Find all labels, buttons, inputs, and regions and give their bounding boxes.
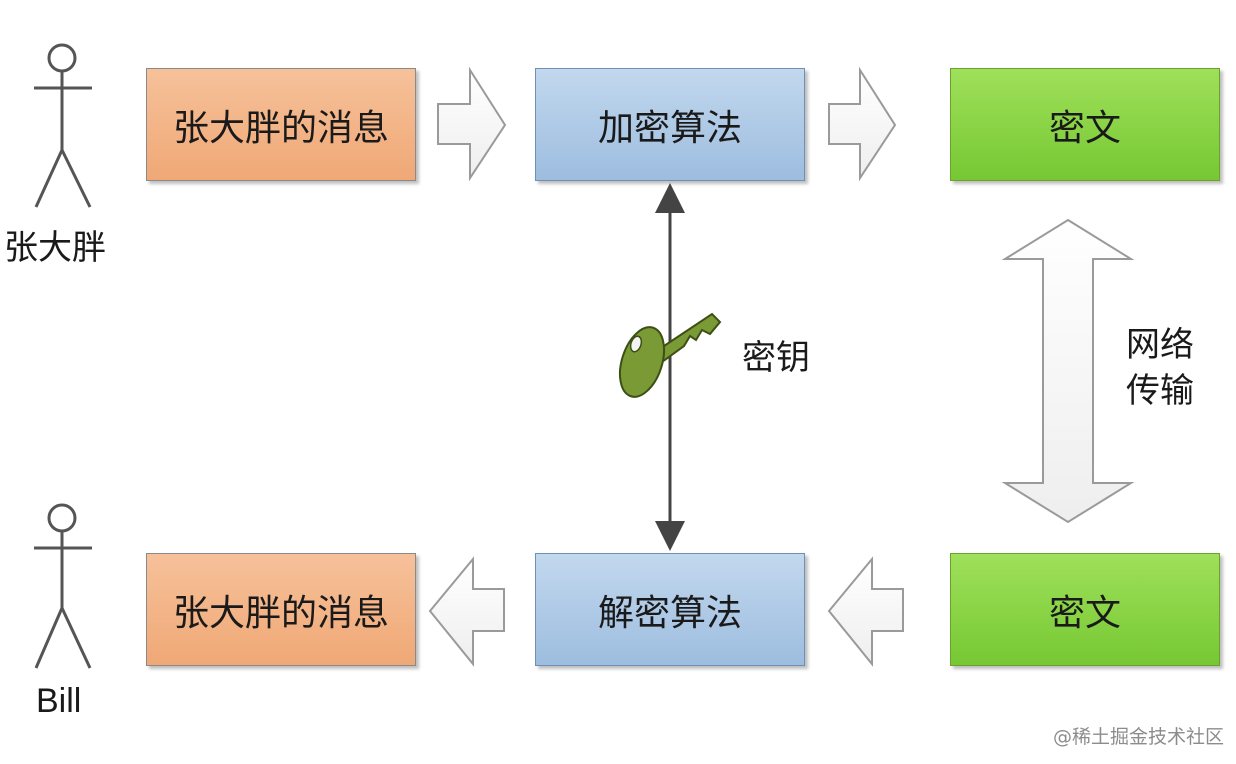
network-transfer-label: 网络 传输 <box>1126 322 1194 414</box>
key-icon <box>618 312 722 398</box>
left-arrow-icon <box>827 556 904 667</box>
decryption-algorithm-box: 解密算法 <box>535 553 805 666</box>
left-arrow-icon <box>428 556 505 667</box>
receiver-name: Bill <box>36 682 82 720</box>
ciphertext-box-top: 密文 <box>950 68 1220 181</box>
right-arrow-icon <box>437 66 507 182</box>
watermark: @稀土掘金技术社区 <box>1053 726 1225 748</box>
receiver-message-box: 张大胖的消息 <box>146 553 416 666</box>
sender-message-text: 张大胖的消息 <box>172 107 389 149</box>
right-arrow-icon <box>828 66 897 182</box>
double-arrow-icon <box>1001 218 1135 524</box>
ciphertext-text-bottom: 密文 <box>1048 592 1121 634</box>
network-transfer-line2: 传输 <box>1126 371 1194 411</box>
ciphertext-text-top: 密文 <box>1048 107 1121 149</box>
ciphertext-box-bottom: 密文 <box>950 553 1220 666</box>
decryption-algorithm-text: 解密算法 <box>597 592 742 634</box>
receiver-message-text: 张大胖的消息 <box>172 592 389 634</box>
sender-name: 张大胖 <box>4 228 106 268</box>
sender-figure-icon <box>34 43 92 208</box>
encryption-algorithm-text: 加密算法 <box>597 107 742 149</box>
encryption-algorithm-box: 加密算法 <box>535 68 805 181</box>
key-label: 密钥 <box>742 338 810 378</box>
network-transfer-line1: 网络 <box>1126 325 1194 365</box>
receiver-figure-icon <box>34 503 92 669</box>
sender-message-box: 张大胖的消息 <box>146 68 416 181</box>
